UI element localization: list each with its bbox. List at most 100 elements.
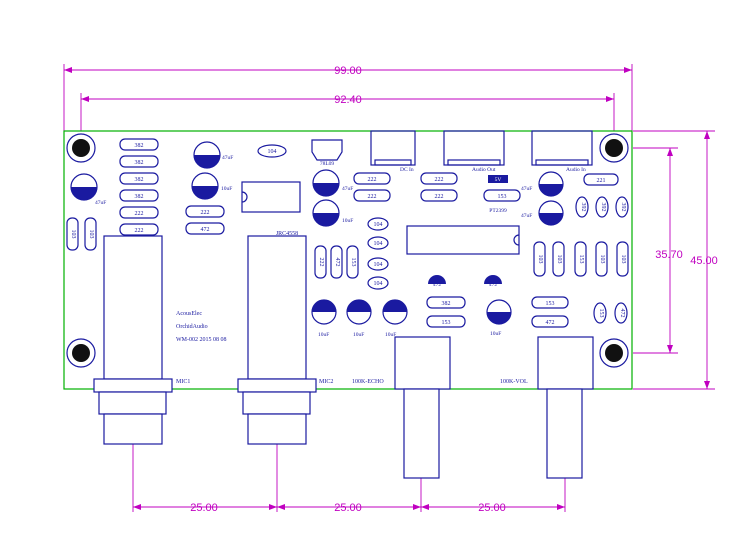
pt2399-label: PT2399 xyxy=(489,208,507,214)
svg-text:392: 392 xyxy=(620,203,626,212)
svg-text:392: 392 xyxy=(580,203,586,212)
mounting-holes xyxy=(66,133,629,368)
capacitors-10uf-row: 10uF 10uF 10uF xyxy=(311,299,408,338)
svg-text:47uF: 47uF xyxy=(521,213,532,219)
svg-text:104: 104 xyxy=(374,222,383,228)
svg-text:104: 104 xyxy=(374,262,383,268)
svg-text:472: 472 xyxy=(334,258,340,267)
svg-text:382: 382 xyxy=(135,143,144,149)
capacitors-104-stack: 104 104 104 104 xyxy=(367,217,389,290)
mounting-hole-tr xyxy=(599,133,629,163)
components-center-lower: 472 472 382 153 10uF xyxy=(426,275,512,337)
resistors-vertical-left: 103 103 xyxy=(66,217,97,251)
svg-text:153: 153 xyxy=(546,301,555,307)
svg-text:104: 104 xyxy=(268,149,277,155)
capacitor-104-top: 104 xyxy=(257,144,287,158)
svg-text:10uF: 10uF xyxy=(385,332,396,338)
svg-text:392: 392 xyxy=(600,203,606,212)
label-mic1: MIC1 xyxy=(176,379,190,385)
brand-line-1: AcousElec xyxy=(176,311,202,317)
dimension-hole-span-v: 35.70 xyxy=(633,147,683,354)
label-5v: 5V 153 PT2399 xyxy=(483,175,521,214)
svg-text:222: 222 xyxy=(201,210,210,216)
svg-text:104: 104 xyxy=(374,281,383,287)
svg-text:103: 103 xyxy=(88,230,94,239)
svg-text:222: 222 xyxy=(435,194,444,200)
svg-text:Audio Out: Audio Out xyxy=(472,167,496,173)
svg-text:103: 103 xyxy=(537,255,543,264)
ic-jrc4558-label: JRC4558 xyxy=(276,231,298,237)
pitch-2-value: 25.00 xyxy=(334,502,362,514)
svg-text:78L09: 78L09 xyxy=(320,161,335,167)
dimension-board-height: 45.00 xyxy=(633,130,718,390)
resistors-mid-left: 222 472 xyxy=(185,205,225,235)
brand-line-2: OrchidAudio xyxy=(176,324,208,330)
svg-text:153: 153 xyxy=(442,320,451,326)
regulator-78l09: 78L09 xyxy=(311,139,343,167)
svg-text:Audio In: Audio In xyxy=(566,167,586,173)
svg-text:10uF: 10uF xyxy=(490,331,501,337)
pitch-1-value: 25.00 xyxy=(190,502,218,514)
resistors-vertical-right: 103 103 153 103 103 xyxy=(533,241,629,277)
ic-jrc4558: JRC4558 xyxy=(241,181,301,237)
svg-text:103: 103 xyxy=(599,255,605,264)
capacitor-c1: 47uF xyxy=(193,141,233,169)
svg-text:103: 103 xyxy=(556,255,562,264)
brand-line-3: WM-002 2015 08 08 xyxy=(176,337,227,343)
svg-text:47uF: 47uF xyxy=(95,200,106,206)
dimension-hole-span-h: 92.40 xyxy=(80,93,615,148)
svg-text:10uF: 10uF xyxy=(318,332,329,338)
svg-text:153: 153 xyxy=(578,255,584,264)
connector-audio-out: Audio Out xyxy=(443,130,505,173)
capacitor-left-47uf: 47uF xyxy=(70,173,106,206)
svg-text:222: 222 xyxy=(135,211,144,217)
pitch-3-value: 25.00 xyxy=(478,502,506,514)
svg-text:47uF: 47uF xyxy=(342,186,353,192)
svg-text:382: 382 xyxy=(442,301,451,307)
svg-text:472: 472 xyxy=(546,320,555,326)
svg-text:10uF: 10uF xyxy=(353,332,364,338)
svg-text:5V: 5V xyxy=(495,177,502,183)
svg-text:472: 472 xyxy=(619,309,625,318)
svg-text:222: 222 xyxy=(435,177,444,183)
label-echo-pot: 100K-ECHO xyxy=(352,379,384,385)
resistor-column-left: 382 382 382 382 222 222 xyxy=(119,138,159,236)
svg-text:153: 153 xyxy=(350,258,356,267)
svg-text:103: 103 xyxy=(620,255,626,264)
svg-text:153: 153 xyxy=(598,309,604,318)
connector-audio-in: Audio In xyxy=(531,130,593,173)
label-vol-pot: 100K-VOL xyxy=(500,379,528,385)
capacitors-regulator: 47uF 10uF xyxy=(312,169,353,227)
ic-pt2399 xyxy=(406,225,520,255)
jack-mic2 xyxy=(237,235,317,445)
svg-text:382: 382 xyxy=(135,194,144,200)
mounting-hole-br xyxy=(599,338,629,368)
svg-text:221: 221 xyxy=(597,178,606,184)
svg-text:222: 222 xyxy=(368,177,377,183)
svg-text:382: 382 xyxy=(135,177,144,183)
svg-text:222: 222 xyxy=(368,194,377,200)
svg-text:222: 222 xyxy=(318,258,324,267)
svg-text:382: 382 xyxy=(135,160,144,166)
board-height-value: 45.00 xyxy=(690,255,718,267)
board-width-value: 99.00 xyxy=(334,65,362,77)
jack-mic1 xyxy=(93,235,173,445)
svg-text:222: 222 xyxy=(135,228,144,234)
dimension-jack-pitch: 25.00 25.00 25.00 xyxy=(132,444,566,514)
silk-brand-text: AcousElec OrchidAudio WM-002 2015 08 08 xyxy=(176,311,227,343)
svg-text:153: 153 xyxy=(498,194,507,200)
svg-text:103: 103 xyxy=(70,230,76,239)
label-mic2: MIC2 xyxy=(319,379,333,385)
mounting-hole-bl xyxy=(66,338,96,368)
svg-text:472: 472 xyxy=(489,282,498,288)
resistors-right-lower: 153 472 153 472 xyxy=(531,296,628,328)
svg-text:DC In: DC In xyxy=(400,167,414,173)
svg-text:472: 472 xyxy=(201,227,210,233)
resistors-vertical-center: 222 472 153 xyxy=(314,245,359,279)
hole-span-v-value: 35.70 xyxy=(655,249,683,261)
pcb-outline xyxy=(63,130,633,390)
pot-echo xyxy=(394,336,451,479)
svg-text:47uF: 47uF xyxy=(521,186,532,192)
svg-text:47uF: 47uF xyxy=(222,155,233,161)
